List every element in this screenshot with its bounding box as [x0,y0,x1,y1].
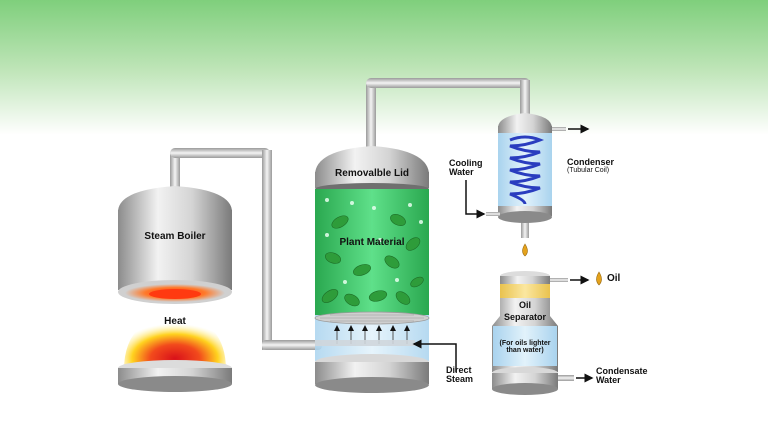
condenser-label: Condenser (Tubular Coil) [567,157,615,175]
steam-boiler [118,186,232,304]
cooling-water-label: Cooling Water [449,158,483,178]
steam-boiler-label: Steam Boiler [144,231,206,242]
separator-note: (For oils lighter than water) [492,340,558,355]
oil-drop-icon [596,271,602,286]
direct-steam-arrow [412,339,457,372]
condensate-water-label: Condensate Water [596,366,648,386]
heat-label: Heat [164,316,186,327]
heat-flame [124,312,226,370]
oil-separator [492,271,574,395]
distillate-pipe [521,216,529,238]
cooling-water-line1: Cooling [449,158,483,168]
separator-note-line2: than water) [506,347,544,355]
perforated-grid [320,314,424,322]
vapor-bubbles [325,198,423,284]
lid-label: Removalble Lid [335,168,409,179]
steam-pipe [170,148,322,350]
vapor-pipe [366,78,530,154]
coil [509,135,545,205]
condenser [486,113,566,223]
direct-steam-line2: Steam [446,374,474,385]
condensate-water-line1: Condensate [596,366,648,376]
direct-steam-label: Direct Steam [446,365,474,385]
cooling-water-arrow [465,180,486,219]
plant-material-label: Plant Material [339,237,405,248]
oil-label: Oil [607,273,621,284]
oil-separator-label: Oil Separator [500,299,550,323]
condensate-water-line2: Water [596,375,621,386]
distillation-still [314,146,430,393]
condenser-title: Condenser [567,157,615,167]
separator-note-line1: (For oils lighter [499,340,551,347]
oil-separator-line2: Separator [503,312,547,323]
oil-separator-line1: Oil [518,300,531,310]
condenser-subtitle: (Tubular Coil) [567,167,610,175]
cooling-water-line2: Water [449,167,474,178]
burner-base [118,360,232,392]
direct-steam-line1: Direct [446,365,472,375]
distillate-drop [522,243,528,257]
plant-leaves [321,214,424,307]
